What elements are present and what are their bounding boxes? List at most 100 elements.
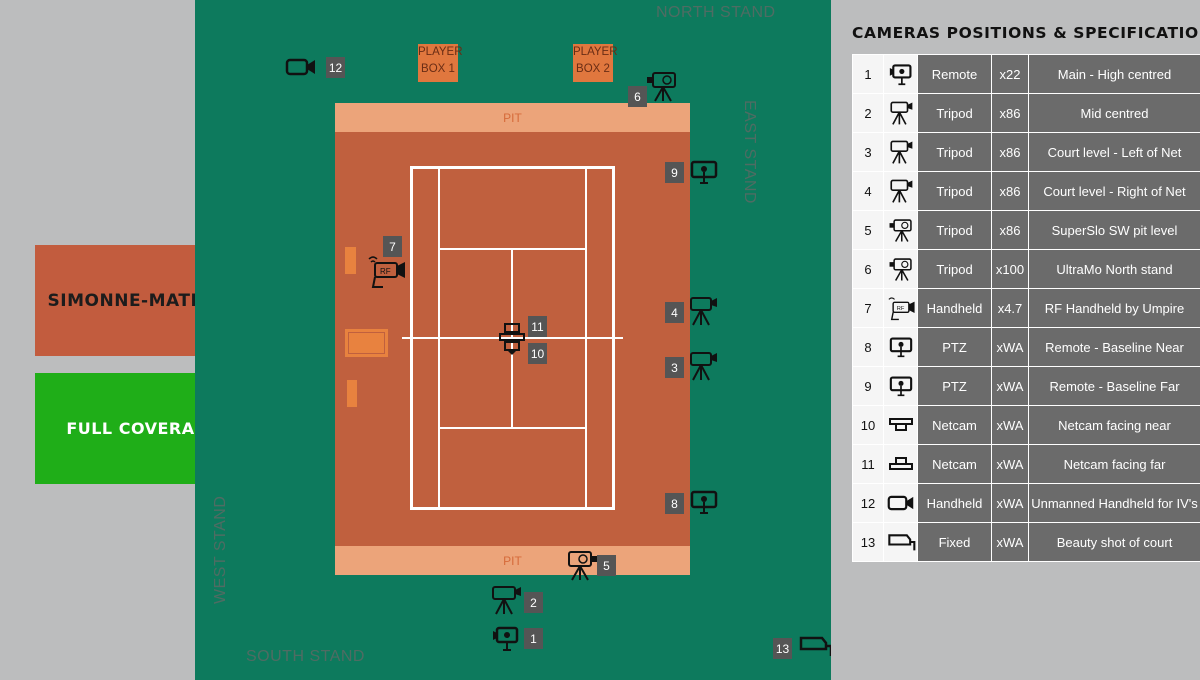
player-box-1-line1: PLAYER — [418, 46, 463, 58]
umpire-chair — [343, 327, 390, 359]
rf-handheld-camera-icon: RF — [368, 256, 405, 288]
tripod-camera-icon — [883, 93, 918, 133]
player-box-2-line2: BOX 2 — [576, 63, 610, 75]
camera-mount: Tripod — [917, 210, 992, 250]
camera-mount: Tripod — [917, 93, 992, 133]
netcam-near-icon — [888, 418, 913, 432]
ptz-camera-icon — [690, 160, 718, 184]
camera-marker-8[interactable]: 8 — [665, 493, 684, 514]
player-bench — [347, 380, 357, 407]
camera-zoom: x100 — [991, 249, 1029, 289]
court-line — [410, 507, 615, 510]
camera-number: 6 — [852, 249, 884, 289]
camera-number: 4 — [852, 171, 884, 211]
remote-camera-icon — [889, 64, 911, 86]
table-title: CAMERAS POSITIONS & SPECIFICATIONS: — [852, 24, 1200, 42]
camera-marker-7[interactable]: 7 — [383, 236, 402, 257]
tripod-camera-icon — [889, 140, 912, 164]
camera-zoom: xWA — [991, 366, 1029, 406]
camera-mount: Tripod — [917, 249, 992, 289]
camera-number: 2 — [852, 93, 884, 133]
camera-marker-9[interactable]: 9 — [665, 162, 684, 183]
slomo-tripod-camera-icon — [883, 249, 918, 289]
camera-zoom: x86 — [991, 210, 1029, 250]
svg-text:RF: RF — [896, 306, 904, 312]
slomo-tripod-camera-icon — [568, 551, 597, 581]
ptz-camera-icon — [883, 366, 918, 406]
svg-text:RF: RF — [380, 267, 391, 276]
camera-zoom: xWA — [991, 444, 1029, 484]
camera-marker-12[interactable]: 12 — [326, 57, 345, 78]
camera-number: 1 — [852, 54, 884, 94]
camera-description: Netcam facing far — [1028, 444, 1200, 484]
camera-marker-3[interactable]: 3 — [665, 357, 684, 378]
east-stand-label: EAST STAND — [741, 100, 758, 204]
net-line — [402, 337, 623, 339]
camera-number: 7 — [852, 288, 884, 328]
camera-description: Beauty shot of court — [1028, 522, 1200, 562]
slomo-tripod-camera-icon — [647, 72, 676, 102]
camera-zoom: xWA — [991, 405, 1029, 445]
camera-marker-2[interactable]: 2 — [524, 592, 543, 613]
camera-zoom: xWA — [991, 327, 1029, 367]
camera-number: 12 — [852, 483, 884, 523]
camera-number: 10 — [852, 405, 884, 445]
camera-mount: PTZ — [917, 366, 992, 406]
pit-top: PIT — [335, 103, 690, 132]
camera-description: Court level - Left of Net — [1028, 132, 1200, 172]
fixed-camera-icon — [883, 522, 918, 562]
camera-description: Main - High centred — [1028, 54, 1200, 94]
slomo-tripod-camera-icon — [889, 219, 912, 242]
remote-camera-icon — [883, 54, 918, 94]
player-bench — [345, 247, 356, 274]
camera-mount: Handheld — [917, 483, 992, 523]
camera-mount: Netcam — [917, 444, 992, 484]
camera-mount: Tripod — [917, 171, 992, 211]
tripod-camera-icon — [690, 352, 717, 381]
camera-marker-13[interactable]: 13 — [773, 638, 792, 659]
player-box-1-line2: BOX 1 — [421, 63, 455, 75]
camera-marker-4[interactable]: 4 — [665, 302, 684, 323]
player-box-2-line1: PLAYER — [573, 46, 618, 58]
tripod-camera-icon — [883, 132, 918, 172]
camera-marker-10[interactable]: 10 — [528, 343, 547, 364]
camera-number: 8 — [852, 327, 884, 367]
camera-marker-1[interactable]: 1 — [524, 628, 543, 649]
netcam-far-icon — [888, 457, 913, 471]
camera-zoom: x86 — [991, 171, 1029, 211]
camera-description: UltraMo North stand — [1028, 249, 1200, 289]
ptz-camera-icon — [889, 376, 912, 397]
tripod-camera-icon — [690, 297, 717, 326]
ptz-camera-icon — [889, 337, 912, 358]
camera-zoom: xWA — [991, 522, 1029, 562]
handheld-camera-icon — [887, 495, 913, 511]
tripod-camera-icon — [889, 179, 912, 203]
camera-marker-5[interactable]: 5 — [597, 555, 616, 576]
player-box-1: PLAYER BOX 1 — [418, 44, 463, 82]
pit-bottom: PIT — [335, 546, 690, 575]
camera-number: 5 — [852, 210, 884, 250]
camera-description: Court level - Right of Net — [1028, 171, 1200, 211]
camera-marker-6[interactable]: 6 — [628, 86, 647, 107]
camera-description: Unmanned Handheld for IV's — [1028, 483, 1200, 523]
camera-mount: Netcam — [917, 405, 992, 445]
left-panel: SIMONNE-MATHIEU FULL COVERAGE — [0, 0, 251, 680]
camera-mount: Tripod — [917, 132, 992, 172]
camera-mount: PTZ — [917, 327, 992, 367]
fixed-camera-icon — [799, 636, 832, 656]
handheld-camera-icon — [883, 483, 918, 523]
camera-marker-11[interactable]: 11 — [528, 316, 547, 337]
north-stand-label: NORTH STAND — [656, 4, 776, 21]
